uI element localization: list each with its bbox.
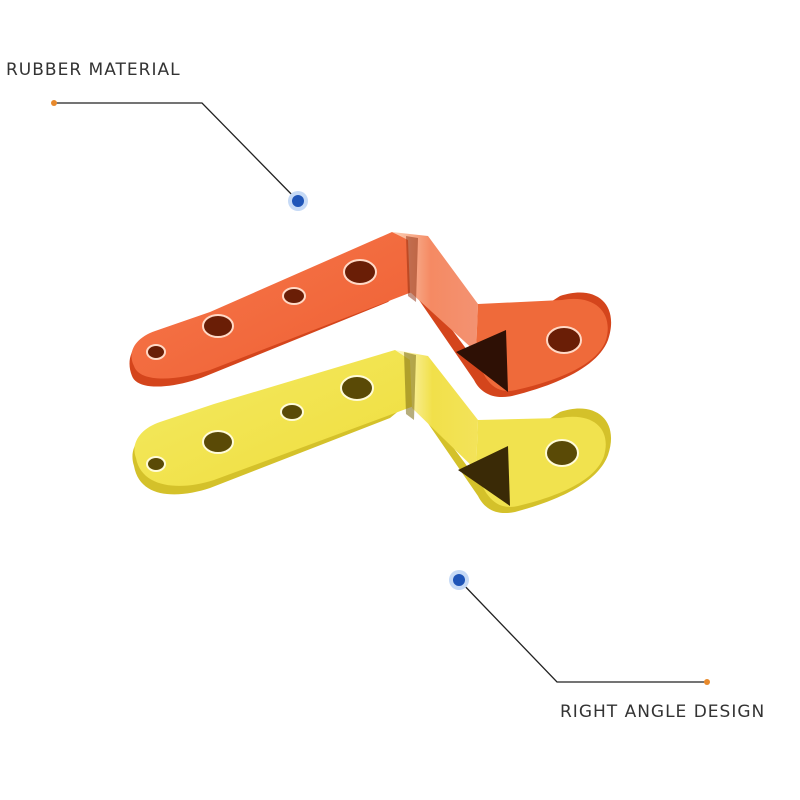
callout-bottom-leader	[449, 570, 710, 685]
leader-line	[54, 102, 299, 202]
callout-label-right-angle-design: RIGHT ANGLE DESIGN	[560, 702, 766, 722]
bend-shadow	[406, 236, 418, 302]
leader-line	[458, 579, 707, 683]
mount-hole	[343, 259, 377, 285]
leader-end-dot	[704, 679, 710, 685]
callout-label-rubber-material: RUBBER MATERIAL	[6, 60, 181, 80]
mount-hole	[546, 326, 582, 354]
marker-dot	[292, 195, 304, 207]
marker-dot	[453, 574, 465, 586]
mount-hole	[202, 430, 234, 454]
mount-hole	[280, 403, 304, 421]
inner-corner-shadow	[458, 446, 510, 506]
bracket-foot	[476, 298, 608, 391]
inner-corner-shadow	[456, 330, 508, 392]
bend-shadow	[404, 352, 416, 420]
mount-hole	[202, 314, 234, 338]
callout-top-leader	[51, 100, 308, 211]
yellow-bracket	[132, 350, 612, 514]
orange-bracket	[129, 232, 612, 398]
bracket-bend	[395, 350, 478, 470]
leader-end-dot	[51, 100, 57, 106]
mount-hole	[340, 375, 374, 401]
bracket-arm	[131, 232, 413, 379]
mount-hole	[545, 439, 579, 467]
mount-hole	[146, 344, 166, 360]
mount-hole	[146, 456, 166, 472]
mount-hole	[282, 287, 306, 305]
